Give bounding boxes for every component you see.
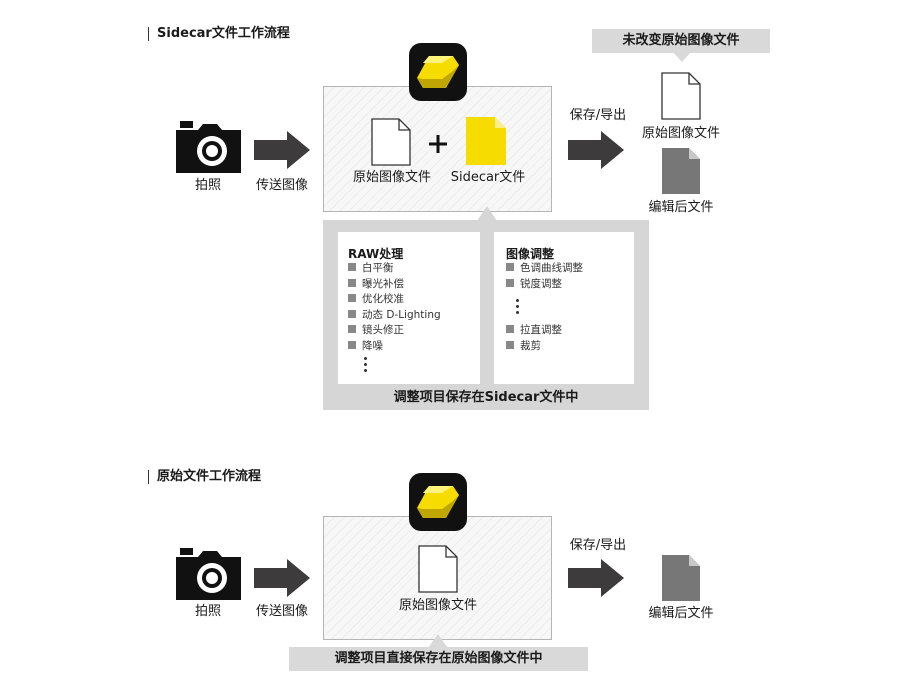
adjust-panel-title: 图像调整: [506, 247, 555, 261]
result-edited-label: 编辑后文件: [648, 606, 714, 621]
camera-icon: [176, 548, 241, 600]
sidecar-file-label: Sidecar文件: [450, 170, 526, 185]
caption-pointer: [428, 634, 448, 648]
arrow-right-icon: [568, 559, 624, 597]
original-file-label: 原始图像文件: [398, 598, 477, 613]
unchanged-banner: 未改变原始图像文件: [592, 29, 770, 53]
document-icon: [661, 72, 701, 120]
raw-panel-list: 白平衡 曝光补偿 优化校准 动态 D-Lighting 镜头修正 降噪: [348, 261, 441, 355]
list-item: 曝光补偿: [348, 277, 441, 293]
list-item: 降噪: [348, 339, 441, 355]
image-adjust-panel: [494, 232, 634, 384]
document-icon: [371, 118, 411, 166]
list-item: 动态 D-Lighting: [348, 308, 441, 324]
plus-icon: [429, 135, 447, 153]
original-caption: 调整项目直接保存在原始图像文件中: [289, 647, 588, 671]
original-workflow-title: 原始文件工作流程: [148, 470, 261, 484]
shoot-label: 拍照: [194, 604, 221, 619]
list-item: 色调曲线调整: [506, 261, 583, 277]
list-item: 裁剪: [506, 339, 562, 355]
list-item: 镜头修正: [348, 323, 441, 339]
edited-document-icon: [662, 148, 700, 194]
sidecar-caption: 调整项目保存在Sidecar文件中: [393, 390, 579, 405]
raw-panel-title: RAW处理: [348, 247, 404, 261]
transfer-label: 传送图像: [255, 178, 308, 193]
result-edited-label: 编辑后文件: [648, 200, 714, 215]
document-icon: [418, 545, 458, 593]
camera-icon: [176, 121, 241, 173]
list-item: 白平衡: [348, 261, 441, 277]
panel-pointer: [477, 206, 497, 221]
app-icon: [409, 473, 467, 531]
more-dots-icon: [364, 357, 368, 375]
adjust-panel-list-bottom: 拉直调整 裁剪: [506, 323, 562, 354]
sidecar-workflow-title: Sidecar文件工作流程: [148, 27, 290, 41]
edited-document-icon: [662, 555, 700, 601]
list-item: 优化校准: [348, 292, 441, 308]
list-item: 拉直调整: [506, 323, 562, 339]
raw-processing-panel: [338, 232, 480, 384]
arrow-right-icon: [568, 131, 624, 169]
save-export-label: 保存/导出: [569, 538, 627, 553]
save-export-label: 保存/导出: [569, 108, 627, 123]
sidecar-edit-box: [323, 86, 552, 212]
app-icon: [409, 43, 467, 101]
transfer-label: 传送图像: [255, 604, 308, 619]
arrow-right-icon: [254, 131, 310, 169]
adjust-panel-list-top: 色调曲线调整 锐度调整: [506, 261, 583, 292]
shoot-label: 拍照: [194, 178, 221, 193]
more-dots-icon: [516, 299, 520, 317]
sidecar-document-icon: [466, 117, 506, 165]
original-file-label: 原始图像文件: [352, 170, 431, 185]
list-item: 锐度调整: [506, 277, 583, 293]
arrow-right-icon: [254, 559, 310, 597]
banner-pointer: [673, 52, 691, 62]
result-original-label: 原始图像文件: [641, 126, 720, 141]
